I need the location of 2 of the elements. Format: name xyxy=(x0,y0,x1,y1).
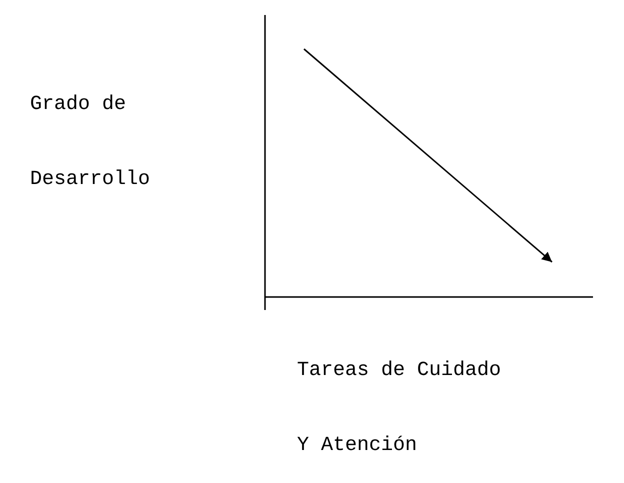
axis-label: Tareas de Cuidado Y Atención xyxy=(297,358,502,459)
axis-label: Grado de Desarrollo xyxy=(30,92,152,193)
